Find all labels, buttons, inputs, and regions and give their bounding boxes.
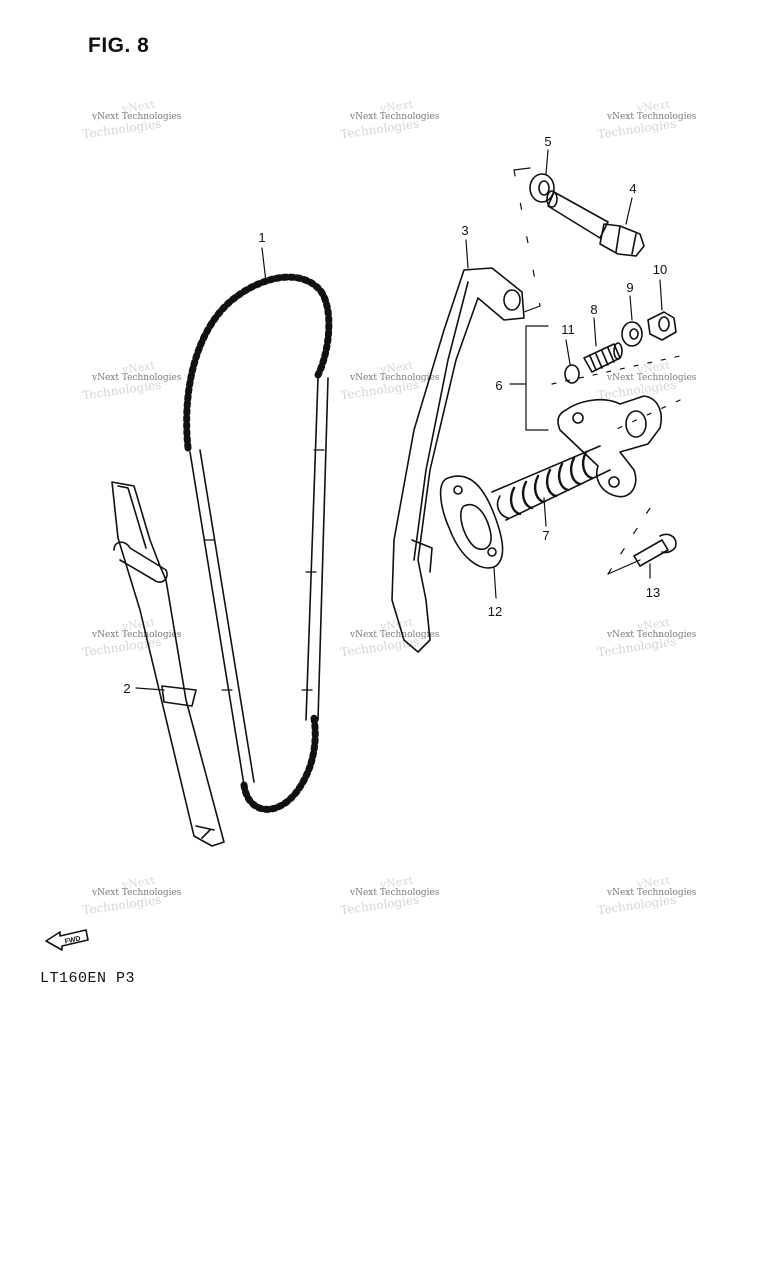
adjuster-screw bbox=[583, 342, 623, 373]
callout-5: 5 bbox=[544, 134, 551, 149]
callout-8: 8 bbox=[590, 302, 597, 317]
bolt-13 bbox=[633, 533, 677, 567]
o-ring bbox=[564, 364, 580, 384]
callout-1: 1 bbox=[258, 230, 265, 245]
callout-11: 11 bbox=[561, 322, 575, 337]
gasket bbox=[439, 475, 504, 569]
callout-7: 7 bbox=[542, 528, 549, 543]
bolt bbox=[546, 190, 645, 257]
leader-lines bbox=[135, 149, 681, 691]
model-code: LT160EN P3 bbox=[40, 970, 136, 987]
figure-title: FIG. 8 bbox=[88, 34, 150, 57]
cam-chain bbox=[183, 273, 333, 813]
nut bbox=[647, 311, 677, 341]
callout-4: 4 bbox=[629, 181, 636, 196]
callout-9: 9 bbox=[626, 280, 633, 295]
callout-numbers: 1 2 3 4 5 6 7 8 9 10 11 12 13 bbox=[123, 134, 667, 696]
fwd-arrow-icon: FWD bbox=[45, 929, 89, 951]
callout-2: 2 bbox=[123, 681, 130, 696]
tensioner-arm bbox=[391, 267, 525, 653]
washer-5 bbox=[529, 173, 555, 203]
callout-3: 3 bbox=[461, 223, 468, 238]
callout-13: 13 bbox=[646, 585, 660, 600]
washer-9 bbox=[621, 321, 643, 347]
chain-guide bbox=[111, 481, 225, 847]
fwd-label: FWD bbox=[64, 935, 81, 945]
callout-12: 12 bbox=[488, 604, 502, 619]
callout-10: 10 bbox=[653, 262, 667, 277]
callout-6: 6 bbox=[495, 378, 502, 393]
tensioner-adjuster bbox=[491, 395, 662, 521]
